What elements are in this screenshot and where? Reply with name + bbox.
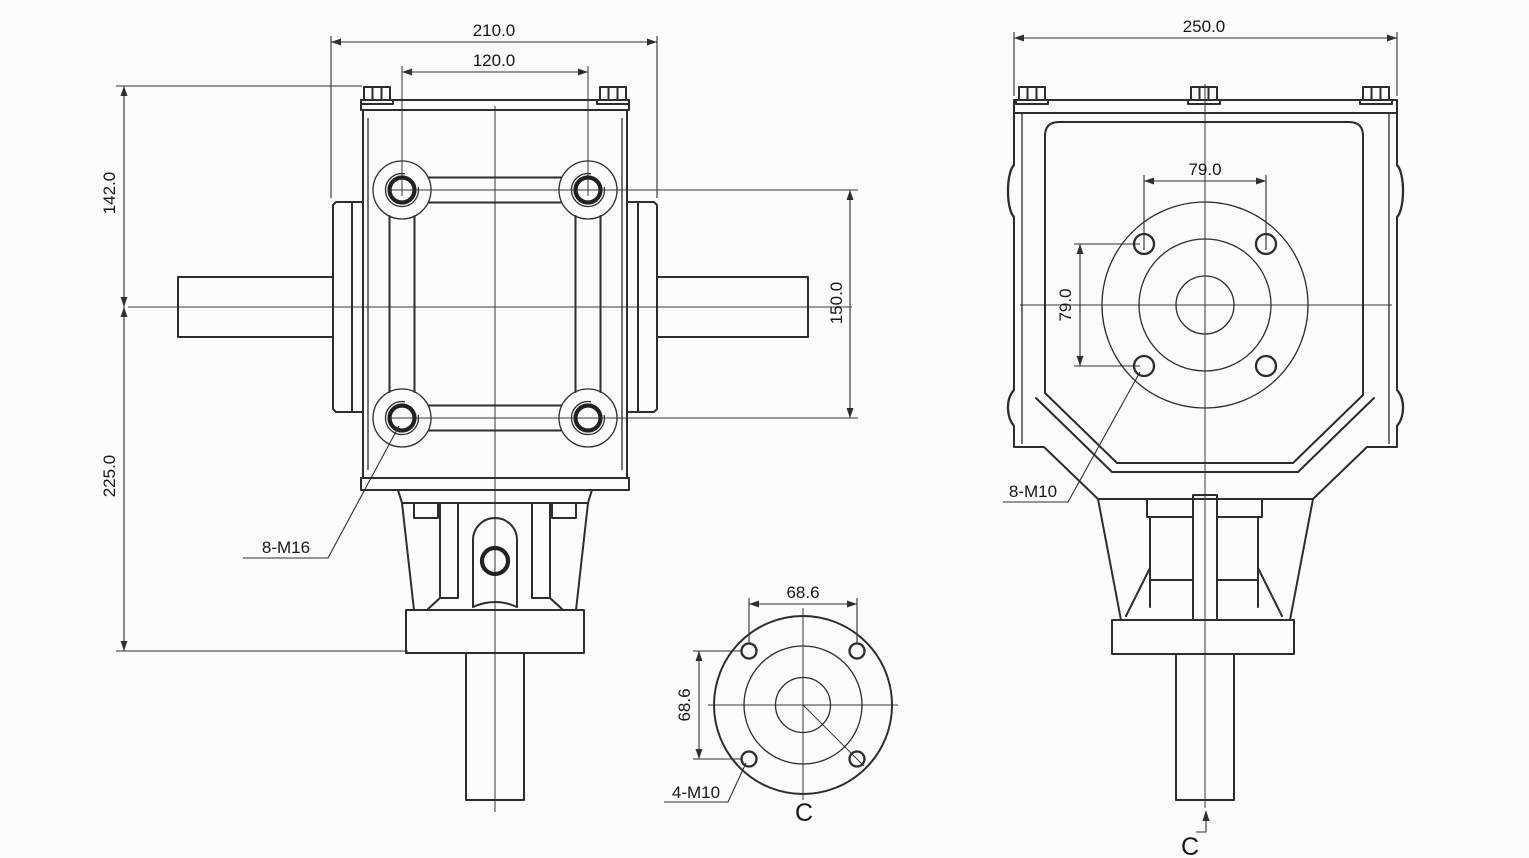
- detail-view-c: 68.6 68.6 4-M10 C: [664, 583, 898, 827]
- pedestal-ribs: [1125, 494, 1283, 621]
- callout-8m10-label: 8-M10: [1009, 482, 1057, 501]
- flange-bolt-shoulder-circle: [1138, 238, 1272, 372]
- tapped-hole: [573, 403, 603, 433]
- callout-4m10-label: 4-M10: [672, 783, 720, 802]
- side-pedestal: [1097, 494, 1314, 621]
- top-bolt-left: [360, 86, 394, 105]
- front-pedestal: [397, 489, 593, 611]
- center-bearing-tab: [472, 517, 518, 608]
- flange-hole: [740, 750, 758, 768]
- dim-flange-spacing-v: 79.0: [1056, 288, 1075, 321]
- outer-wall-right: [1312, 112, 1398, 500]
- flange-hole: [848, 642, 866, 660]
- dim-bolt-spacing-h: 68.6: [786, 583, 819, 602]
- dim-79v-lines: [1074, 243, 1140, 367]
- dim-686h-lines: [748, 598, 858, 644]
- front-view-centerlines: [128, 66, 858, 812]
- top-bolt-center: [1187, 86, 1221, 105]
- top-bolt-left: [1015, 86, 1049, 105]
- tapped-hole: [387, 175, 417, 205]
- boss-circle: [372, 160, 432, 220]
- output-flange-block: [405, 609, 585, 654]
- dim-top-bolt-spacing: 120.0: [473, 51, 516, 70]
- tapped-hole: [573, 175, 603, 205]
- boss-circle: [372, 388, 432, 448]
- output-shaft: [1175, 653, 1235, 801]
- thread-arc: [384, 400, 420, 436]
- bottom-plate: [360, 477, 630, 491]
- side-view-centerlines: [1020, 84, 1392, 808]
- front-view-dimensions: 210.0 120.0 142.0 225.0 150.0 8-M16: [100, 21, 854, 652]
- side-view: 250.0 79.0 79.0 8-M10 C: [1003, 17, 1405, 858]
- diagonal-centerline: [802, 704, 865, 767]
- flange-shoulder-circle: [743, 645, 863, 765]
- output-flange-block: [1111, 619, 1295, 655]
- output-flange: [1101, 201, 1309, 409]
- tapped-hole: [387, 403, 417, 433]
- detail-c-label: C: [795, 799, 813, 827]
- side-flange-right: [626, 201, 658, 413]
- pedestal-shoulder: [1097, 498, 1314, 621]
- input-shaft-left: [177, 276, 334, 338]
- flange-hole: [848, 750, 866, 768]
- top-bolt-right: [1359, 86, 1393, 105]
- callout-8m16-label: 8-M16: [262, 538, 310, 557]
- dim-flange-spacing-h: 79.0: [1188, 160, 1221, 179]
- face-plate: [1044, 121, 1364, 464]
- pedestal-ribs: [413, 502, 577, 610]
- flange-outer-circle: [1101, 201, 1309, 409]
- dim-250-lines: [1013, 32, 1398, 96]
- boss-circle: [558, 388, 618, 448]
- thread-arc: [384, 172, 420, 208]
- input-shaft-right: [656, 276, 809, 338]
- dim-overall-width: 210.0: [473, 21, 516, 40]
- callout-4m10-leader: [664, 762, 747, 803]
- inner-frame-bars: [388, 176, 602, 432]
- pedestal-shoulder: [397, 489, 593, 611]
- output-shaft: [465, 652, 525, 801]
- thread-arc: [570, 172, 606, 208]
- boss-circle: [558, 160, 618, 220]
- center-tapped-hole: [479, 545, 511, 577]
- dim-686v-lines: [693, 650, 742, 760]
- flange-outer-circle: [713, 615, 893, 795]
- flange-hole: [1254, 354, 1278, 378]
- dim-overall-width: 250.0: [1183, 17, 1226, 36]
- top-plate: [360, 99, 630, 111]
- callout-8m10-leader: [1003, 371, 1141, 503]
- front-view: 210.0 120.0 142.0 225.0 150.0 8-M16: [100, 21, 858, 812]
- dim-side-bolt-spacing: 150.0: [827, 282, 846, 325]
- flange-bore-circle: [1175, 275, 1235, 335]
- detail-dimensions: 68.6 68.6 4-M10 C: [664, 583, 858, 827]
- side-view-body: [1006, 86, 1405, 801]
- detail-centerlines: [708, 608, 898, 800]
- side-flange-left: [332, 201, 364, 413]
- view-c-marker: C: [1181, 833, 1199, 858]
- housing-face-inner-edges: [367, 118, 623, 470]
- dim-142-225-lines: [116, 85, 408, 652]
- flange-bore-circle: [774, 676, 832, 734]
- corner-bosses: [372, 160, 618, 448]
- top-bolt-right: [596, 86, 630, 105]
- outer-wall-left: [1013, 112, 1099, 500]
- side-lugs: [1006, 164, 1405, 427]
- dim-bolt-spacing-v: 68.6: [675, 688, 694, 721]
- dim-79h-lines: [1143, 175, 1267, 250]
- thread-arc: [570, 400, 606, 436]
- dim-axis-to-base: 225.0: [100, 455, 119, 498]
- side-view-dimensions: 250.0 79.0 79.0 8-M10 C: [1003, 17, 1398, 858]
- dim-210-lines: [330, 36, 658, 198]
- face-plate-outer-edge: [1035, 397, 1375, 473]
- callout-8m16-leader: [243, 425, 400, 559]
- front-view-body: [177, 86, 809, 801]
- dim-top-to-axis: 142.0: [100, 172, 119, 215]
- flange-hole: [740, 642, 758, 660]
